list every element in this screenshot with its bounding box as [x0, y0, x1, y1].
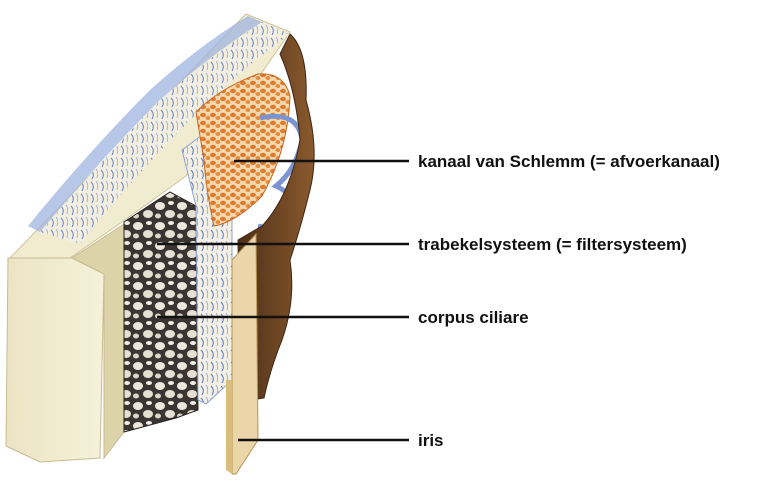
schlemm-canal-label: kanaal van Schlemm (= afvoerkanaal)	[418, 152, 720, 171]
ciliary-body-label: corpus ciliare	[418, 308, 529, 327]
iris-strip	[232, 234, 258, 474]
iris-label: iris	[418, 431, 444, 450]
trabecular-system-label: trabekelsysteem (= filtersysteem)	[418, 235, 687, 254]
trabecular-meshwork	[124, 192, 198, 432]
iris-front-edge	[226, 380, 232, 474]
sclera-front-face	[6, 258, 104, 462]
label-trabecular-system: trabekelsysteem (= filtersysteem)	[157, 235, 687, 254]
label-iris: iris	[238, 431, 444, 450]
